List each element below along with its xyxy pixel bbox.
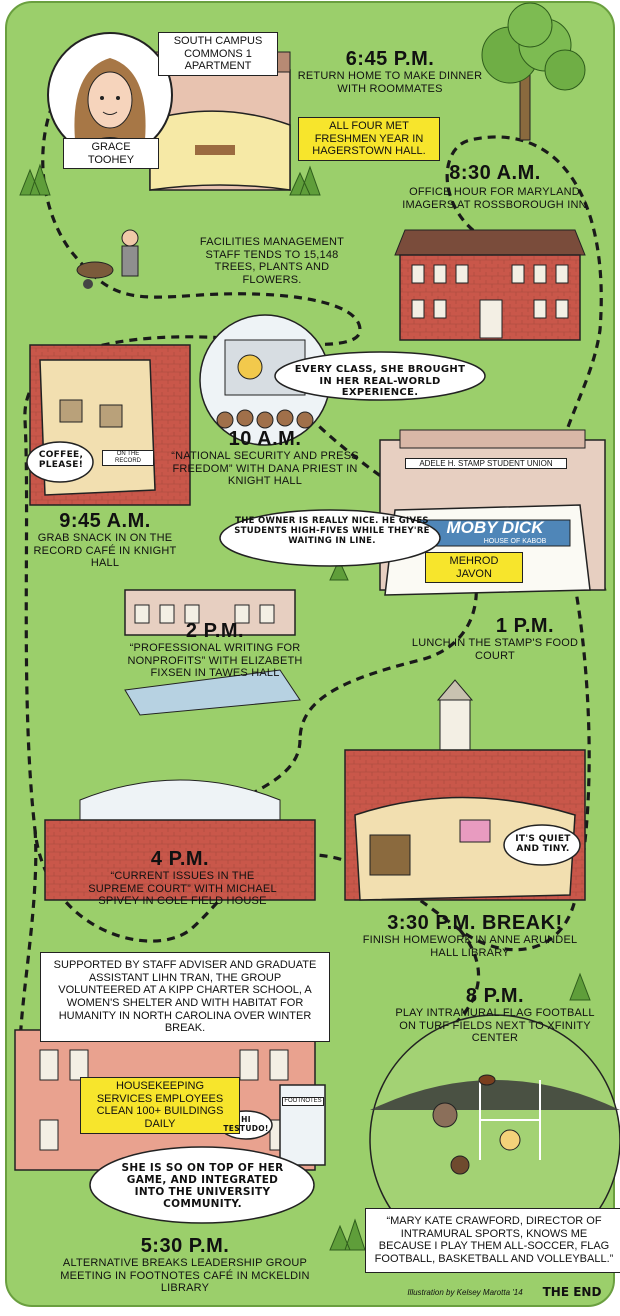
writing-class-caption: “PROFESSIONAL WRITING FOR NONPROFITS” WI… [127,642,303,680]
lunch-time: 1 P.M. [495,615,555,637]
court-class-time: 4 P.M. [150,848,210,870]
break-time: 3:30 P.M. BREAK! [387,912,563,934]
rossborough-inn [394,229,586,341]
snack-caption: GRAB SNACK IN ON THE RECORD CAFÉ IN KNIG… [33,532,177,570]
library-quote: SHE IS SO ON TOP OF HER GAME, AND INTEGR… [121,1162,284,1211]
quiet-quote: IT'S QUIET AND TINY. [515,834,571,855]
home-time: 6:45 P.M. [345,48,435,70]
football-quote: “MARY KATE CRAWFORD, DIRECTOR OF INTRAMU… [365,1208,620,1273]
walking-path [23,38,603,952]
the-end-label: THE END [542,1285,602,1299]
coffee-speech: COFFEE, PLEASE! [38,450,84,471]
breaks-group-info: SUPPORTED BY STAFF ADVISER AND GRADUATE … [40,952,330,1042]
hi-testudo-speech: HI TESTUDO! [223,1115,269,1133]
knight-class-time: 10 A.M. [228,428,302,450]
on-the-record-sign: ON THE RECORD [102,450,154,466]
snack-time: 9:45 A.M. [59,510,151,532]
anne-arundel-hall [344,679,586,901]
cole-field-house [44,779,316,901]
facilities-caption: FACILITIES MANAGEMENT STAFF TENDS TO 15,… [199,236,345,286]
breaks-group-time: 5:30 P.M. [140,1235,230,1257]
coffee-bubble-shape [26,441,94,483]
court-class-caption: “CURRENT ISSUES IN THE SUPREME COURT” WI… [88,870,277,908]
footnotes-sign: FOOTNOTES [282,1097,324,1106]
lunch-caption: LUNCH IN THE STAMP'S FOOD COURT [411,637,579,662]
writing-class-time: 2 P.M. [185,620,245,642]
office-hour-caption: OFFICE HOUR FOR MARYLAND IMAGERS AT ROSS… [402,186,587,211]
tawes-hall [124,589,301,716]
moby-dick-sign: MOBY DICK [446,518,544,537]
name-tag-mehrod: MEHROD JAVON [425,552,523,584]
quote-bubble-shape-library [89,1146,315,1224]
quote-bubble-shape-knight [274,351,486,401]
apartment-sign: SOUTH CAMPUS COMMONS 1 APARTMENT [158,32,278,76]
break-caption: FINISH HOMEWORK IN ANNE ARUNDEL HALL LIB… [362,934,578,959]
illustration-credit: Illustration by Kelsey Marotta '14 [407,1288,523,1297]
quote-bubble-shape-lunch [219,509,441,567]
house-of-kabob-sign: HOUSE OF KABOB [483,538,547,545]
football-caption: PLAY INTRAMURAL FLAG FOOTBALL ON TURF FI… [395,1007,595,1045]
tree-top-right [481,2,586,141]
housekeeping-highlight: HOUSEKEEPING SERVICES EMPLOYEES CLEAN 10… [80,1077,240,1134]
home-caption: RETURN HOME TO MAKE DINNER WITH ROOMMATE… [297,70,483,95]
lunch-quote: THE OWNER IS REALLY NICE. HE GIVES STUDE… [234,516,430,546]
office-hour-time: 8:30 A.M. [449,162,541,184]
knight-class-caption: “NATIONAL SECURITY AND PRESS FREEDOM” WI… [171,450,359,488]
stamp-union-sign: ADELE H. STAMP STUDENT UNION [405,458,567,470]
breaks-group-caption: ALTERNATIVE BREAKS LEADERSHIP GROUP MEET… [60,1257,310,1295]
football-field [369,1014,620,1266]
home-highlight: ALL FOUR MET FRESHMEN YEAR IN HAGERSTOWN… [298,117,440,161]
knight-quote: EVERY CLASS, SHE BROUGHT IN HER REAL-WOR… [294,364,466,398]
football-time: 8 P.M. [465,985,525,1007]
gardener-figure [76,229,139,289]
quiet-bubble-shape [503,824,581,866]
person-name-label: GRACE TOOHEY [63,138,159,170]
